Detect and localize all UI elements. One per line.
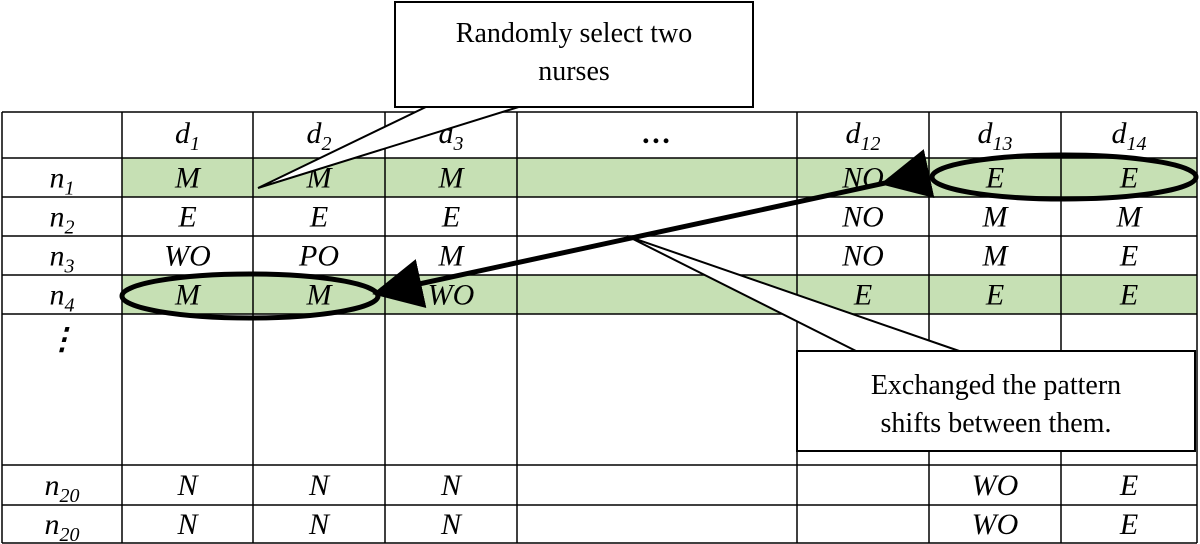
table-cell: N xyxy=(440,508,463,541)
column-header-1: d1 xyxy=(175,117,200,155)
table-cell: N xyxy=(308,508,331,541)
table-cell: E xyxy=(1119,469,1138,502)
callout-top-text: Randomly select two xyxy=(456,18,692,49)
row-label-6: n20 xyxy=(45,469,80,507)
table-cell: M xyxy=(982,240,1010,273)
table-cell: M xyxy=(982,201,1010,234)
table-cell: N xyxy=(176,508,199,541)
table-cell: M xyxy=(438,162,466,195)
table-cell: M xyxy=(174,162,202,195)
column-header-5: d12 xyxy=(846,117,881,155)
table-cell: E xyxy=(309,201,328,234)
table-cell: M xyxy=(174,279,202,312)
row-label-3: n3 xyxy=(50,240,75,278)
table-cell: M xyxy=(1116,201,1144,234)
column-header-4: … xyxy=(642,117,672,150)
table-cell: M xyxy=(306,279,334,312)
column-header-6: d13 xyxy=(978,117,1013,155)
table-cell: E xyxy=(853,279,872,312)
table-cell: WO xyxy=(972,508,1019,541)
row-label-2: n2 xyxy=(50,201,75,239)
table-cell: E xyxy=(1119,162,1138,195)
table-cell: N xyxy=(308,469,331,502)
callout-top-box xyxy=(394,1,754,108)
column-header-7: d14 xyxy=(1112,117,1147,155)
table-cell: E xyxy=(985,162,1004,195)
callout-bottom-text: shifts between them. xyxy=(881,408,1112,439)
callout-top-text: nurses xyxy=(538,56,610,87)
callout-bottom-text: Exchanged the pattern xyxy=(871,370,1121,401)
table-cell: N xyxy=(176,469,199,502)
row-label-5: ⋮ xyxy=(47,323,77,356)
table-cell: NO xyxy=(841,201,884,234)
column-header-2: d2 xyxy=(307,117,332,155)
table-cell: E xyxy=(1119,240,1138,273)
table-cell: PO xyxy=(298,240,339,273)
table-cell: E xyxy=(1119,508,1138,541)
exchange-arrow xyxy=(372,149,935,308)
row-label-7: n20 xyxy=(45,508,80,544)
callout-bottom-box xyxy=(796,350,1196,452)
table-cell: WO xyxy=(972,469,1019,502)
table-cell: E xyxy=(985,279,1004,312)
row-label-4: n4 xyxy=(50,279,75,317)
table-cell: E xyxy=(441,201,460,234)
table-cell: E xyxy=(177,201,196,234)
table-cell: WO xyxy=(164,240,211,273)
table-cell: WO xyxy=(428,279,475,312)
row-label-1: n1 xyxy=(50,162,75,200)
highlight-row-4 xyxy=(122,275,1197,314)
table-cell: M xyxy=(438,240,466,273)
table-cell: N xyxy=(440,469,463,502)
table-cell: NO xyxy=(841,240,884,273)
table-cell: E xyxy=(1119,279,1138,312)
